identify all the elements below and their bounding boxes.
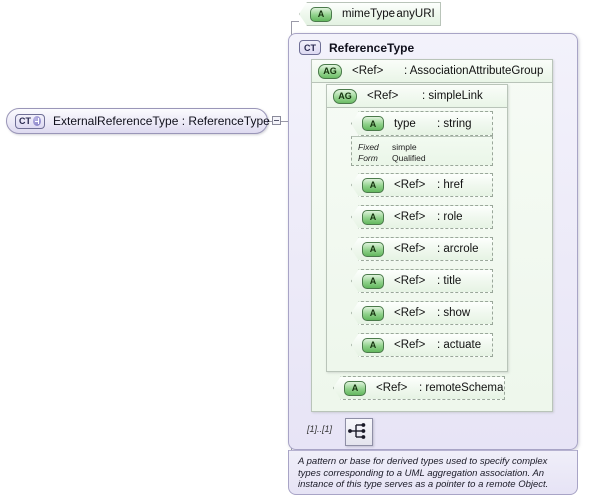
attribute-type-actuate: : actuate xyxy=(437,339,482,351)
attribute-type-type: : string xyxy=(437,117,472,130)
attribute-group-type: : AssociationAttributeGroup xyxy=(404,65,544,77)
badge-label: CT xyxy=(19,116,31,126)
attribute-facets-type: Fixed simple Form Qualified xyxy=(351,136,493,166)
complex-type-badge: CT xyxy=(15,113,45,129)
attribute-badge-title: A xyxy=(362,273,384,289)
attribute-type-show: : show xyxy=(437,307,471,319)
complex-type-title: ReferenceType xyxy=(329,40,415,55)
attribute-badge-remoteschema: A xyxy=(344,380,366,396)
attribute-group-name: <Ref> xyxy=(352,65,384,77)
attribute-badge: A xyxy=(310,6,332,22)
attribute-node-remoteschema[interactable]: A <Ref> : remoteSchema xyxy=(333,376,505,400)
root-node-external-reference-type[interactable]: CT ExternalReferenceType : ReferenceType xyxy=(6,108,270,134)
annotation-text: A pattern or base for derived types used… xyxy=(298,456,549,490)
attribute-node-mimetype[interactable]: A mimeType : anyURI xyxy=(299,2,441,26)
attribute-type-title: : title xyxy=(437,275,462,287)
root-collapse-toggle[interactable] xyxy=(272,116,281,125)
root-node-label: ExternalReferenceType : ReferenceType xyxy=(53,114,270,128)
attribute-node-actuate[interactable]: A <Ref> : actuate xyxy=(351,333,493,357)
plus-icon[interactable] xyxy=(33,116,41,126)
attribute-badge-role: A xyxy=(362,209,384,225)
attribute-badge-arcrole: A xyxy=(362,241,384,257)
attribute-badge-show: A xyxy=(362,305,384,321)
connector-to-mimetype xyxy=(291,21,299,22)
complex-type-header: CT ReferenceType xyxy=(299,40,414,55)
attribute-type: : anyURI xyxy=(390,8,435,20)
attribute-type-href: : href xyxy=(437,179,464,191)
attribute-group-name-simplelink: <Ref> xyxy=(367,90,399,102)
attribute-name-arcrole: <Ref> xyxy=(394,243,426,255)
attribute-node-type[interactable]: A type : string xyxy=(351,111,493,136)
facet-label-form: Form xyxy=(358,153,378,163)
facet-label-fixed: Fixed xyxy=(358,142,379,152)
attribute-node-href[interactable]: A <Ref> : href xyxy=(351,173,493,197)
attribute-node-show[interactable]: A <Ref> : show xyxy=(351,301,493,325)
sequence-compositor-icon[interactable] xyxy=(345,418,373,446)
attribute-type-role: : role xyxy=(437,211,463,223)
attribute-name-type: type xyxy=(394,117,416,130)
complex-type-badge-inner: CT xyxy=(299,40,321,55)
attribute-group-type-simplelink: : simpleLink xyxy=(422,90,483,102)
attribute-name-show: <Ref> xyxy=(394,307,426,319)
attribute-name-role: <Ref> xyxy=(394,211,426,223)
attribute-badge-type: A xyxy=(362,116,384,131)
attribute-group-badge: AG xyxy=(318,63,342,79)
attribute-group-badge-simplelink: AG xyxy=(333,88,357,104)
facet-value-fixed: simple xyxy=(392,142,417,152)
annotation-separator xyxy=(289,450,577,451)
connector-root-right xyxy=(281,121,291,122)
attribute-badge-href: A xyxy=(362,177,384,193)
attribute-group-header-association[interactable]: AG <Ref> : AssociationAttributeGroup xyxy=(311,59,553,83)
facet-value-form: Qualified xyxy=(392,153,426,163)
cardinality-label: [1]..[1] xyxy=(307,424,333,434)
attribute-name: mimeType xyxy=(342,8,396,20)
attribute-node-arcrole[interactable]: A <Ref> : arcrole xyxy=(351,237,493,261)
attribute-name-actuate: <Ref> xyxy=(394,339,426,351)
attribute-type-arcrole: : arcrole xyxy=(437,243,479,255)
attribute-node-title[interactable]: A <Ref> : title xyxy=(351,269,493,293)
attribute-type-remoteschema: : remoteSchema xyxy=(419,382,504,394)
attribute-name-remoteschema: <Ref> xyxy=(376,382,408,394)
sequence-icon-glyph xyxy=(348,423,366,439)
attribute-name-href: <Ref> xyxy=(394,179,426,191)
attribute-node-role[interactable]: A <Ref> : role xyxy=(351,205,493,229)
attribute-badge-actuate: A xyxy=(362,337,384,353)
attribute-name-title: <Ref> xyxy=(394,275,426,287)
attribute-group-header-simplelink[interactable]: AG <Ref> : simpleLink xyxy=(326,84,508,108)
annotation-box: A pattern or base for derived types used… xyxy=(288,450,578,495)
